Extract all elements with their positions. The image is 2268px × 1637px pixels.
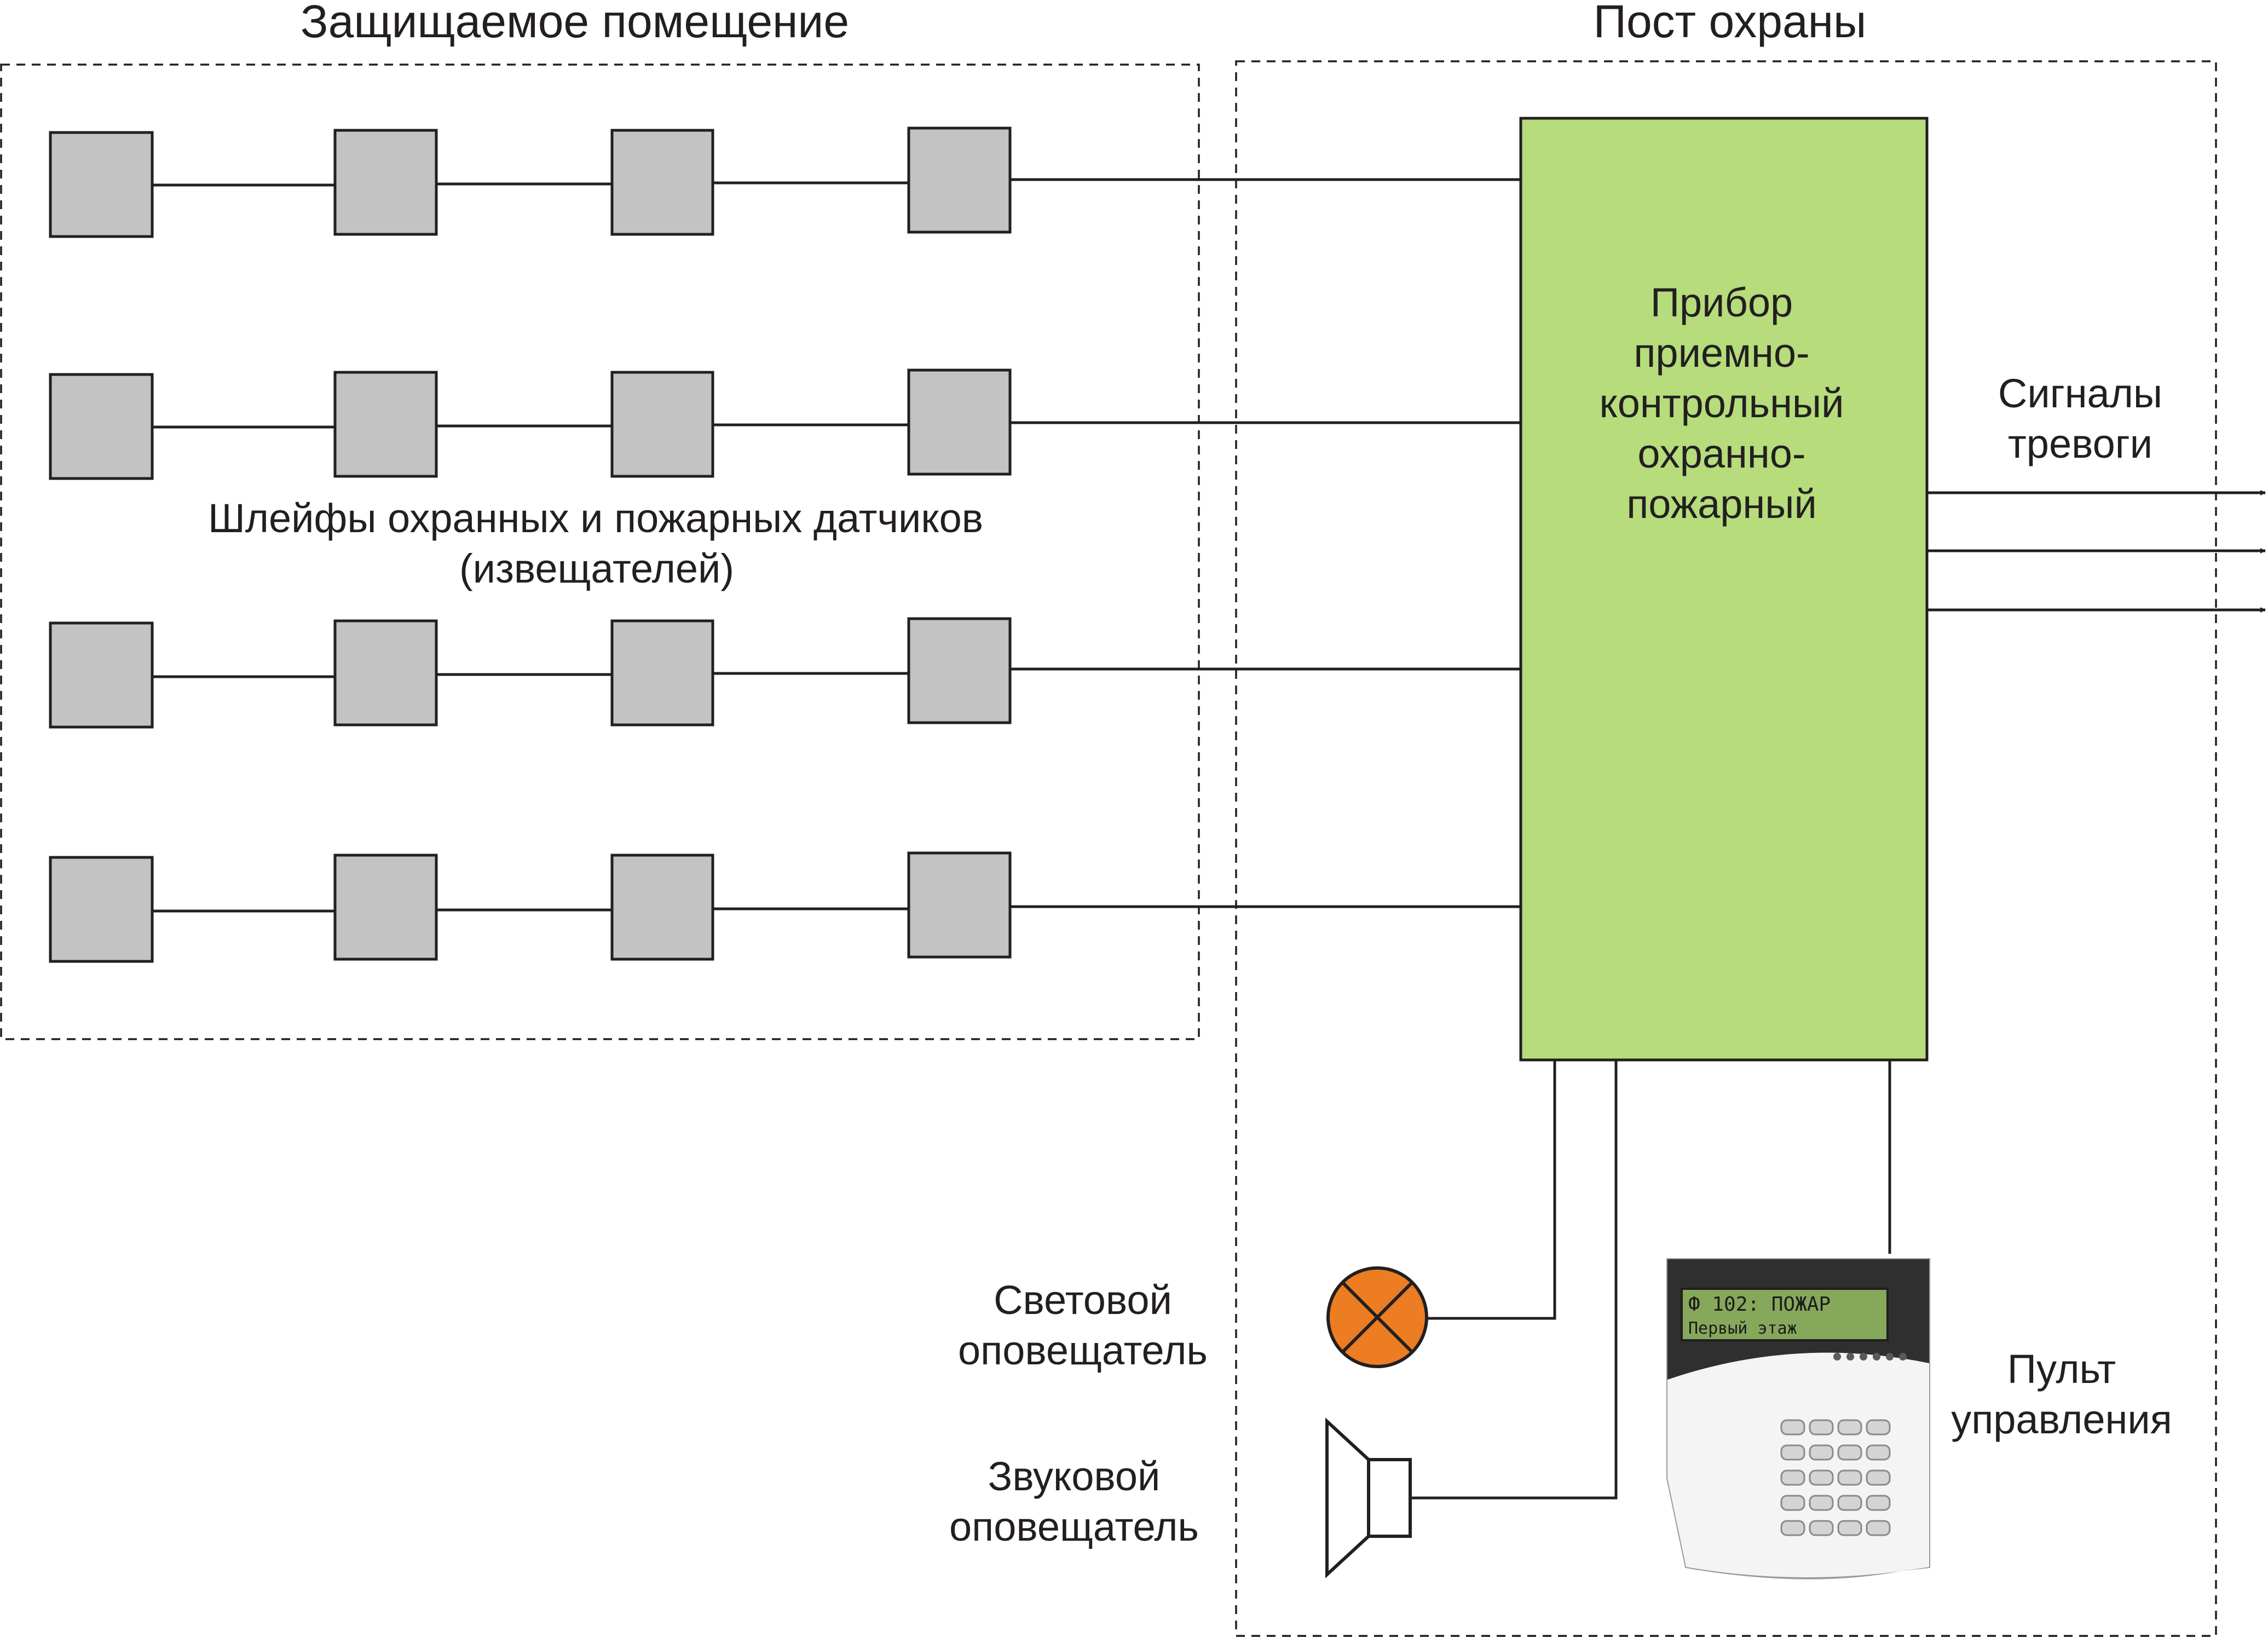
keypad-icon: Ф 102: ПОЖАР Первый этаж: [1666, 1258, 1930, 1580]
sensor-loop-4: [49, 851, 1521, 963]
guard-post-title: Пост охраны: [1594, 0, 1867, 47]
control-panel-box: [1519, 117, 1929, 1062]
keypad-label: Пульт управления: [1951, 1346, 2172, 1442]
alarm-signals-line1: Сигналы: [1998, 371, 2162, 416]
sensor-detector: [49, 621, 154, 729]
sensor-detector: [333, 619, 438, 727]
sensor-detector: [907, 368, 1012, 476]
keypad-label-line1: Пульт: [2007, 1346, 2116, 1392]
control-panel-line: пожарный: [1626, 481, 1817, 527]
sensor-loop-2: [49, 368, 1521, 480]
loops-label-line2: (извещателей): [459, 546, 734, 591]
loops-label: Шлейфы охранных и пожарных датчиков (изв…: [208, 495, 983, 591]
sensor-detector: [610, 371, 714, 478]
sensor-detector: [49, 373, 154, 480]
sensor-detector: [49, 131, 154, 238]
alarm-signals-line2: тревоги: [2008, 421, 2152, 466]
sensor-detector: [610, 854, 714, 961]
sensor-detector: [907, 617, 1012, 724]
protected-room-title: Защищаемое помещение: [301, 0, 849, 47]
sound-notifier-label: Звуковой оповещатель: [949, 1454, 1199, 1549]
protected-room-zone: [0, 64, 1200, 1040]
loops-label-line1: Шлейфы охранных и пожарных датчиков: [208, 495, 983, 541]
light-notifier-label: Световой оповещатель: [958, 1277, 1208, 1373]
sensor-detector: [610, 129, 714, 236]
speaker-icon: [1325, 1417, 1412, 1578]
sensor-detector: [49, 856, 154, 963]
sensor-loop-1: [49, 126, 1521, 238]
sensor-detector: [333, 371, 438, 478]
guard-post-zone: [1235, 60, 2217, 1637]
keypad-display-line1: Ф 102: ПОЖАР: [1688, 1293, 1831, 1316]
light-notifier-wire: [1428, 1060, 1556, 1320]
sound-notifier-line1: Звуковой: [988, 1454, 1161, 1499]
alarm-signals-label: Сигналы тревоги: [1998, 371, 2162, 466]
control-panel-line: охранно-: [1637, 431, 1805, 476]
sound-notifier-line2: оповещатель: [949, 1504, 1199, 1549]
keypad-label-line2: управления: [1951, 1397, 2172, 1442]
sensor-detector: [907, 126, 1012, 234]
control-panel-line: Прибор: [1650, 280, 1793, 325]
sensor-detector: [333, 854, 438, 961]
control-panel-line: контрольный: [1600, 381, 1844, 426]
keypad-display-line2: Первый этаж: [1688, 1319, 1797, 1338]
sensor-loop-3: [49, 617, 1521, 729]
light-notifier-line2: оповещатель: [958, 1328, 1208, 1373]
light-beacon-icon: [1326, 1266, 1428, 1368]
sound-notifier-wire: [1411, 1060, 1618, 1500]
sensor-detector: [907, 851, 1012, 959]
sensor-detector: [333, 129, 438, 236]
control-panel-line: приемно-: [1634, 330, 1809, 376]
control-panel-label: Прибор приемно- контрольный охранно- пож…: [1600, 280, 1844, 527]
light-notifier-line1: Световой: [994, 1277, 1172, 1323]
sensor-detector: [610, 619, 714, 727]
